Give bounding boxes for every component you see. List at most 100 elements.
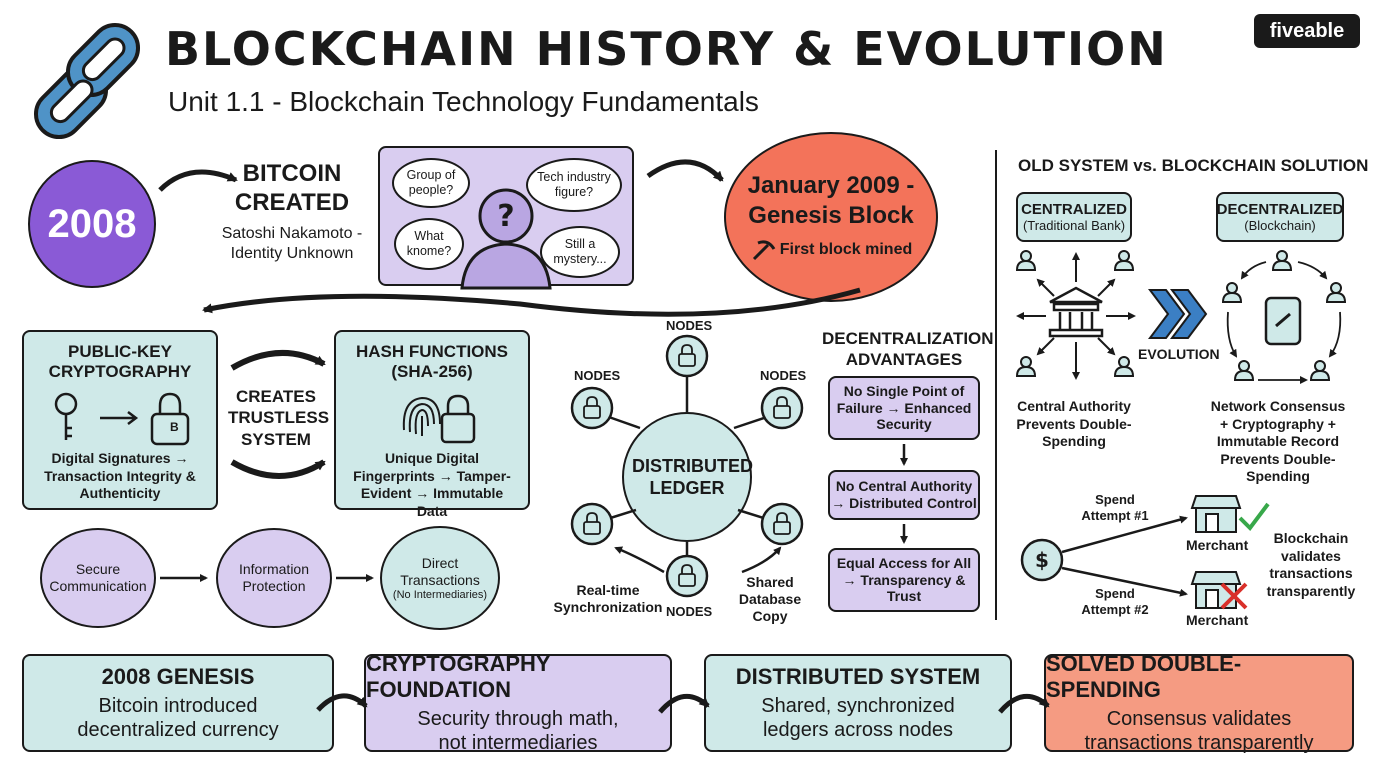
summary-distributed-text: Shared, synchronized ledgers across node… xyxy=(761,695,955,741)
bubble-tech: Tech industry figure? xyxy=(526,158,622,212)
genesis-subtitle: First block mined xyxy=(779,241,913,258)
ledger-center: DISTRIBUTED LEDGER xyxy=(622,412,753,542)
page-title: BLOCKCHAIN HISTORY & EVOLUTION xyxy=(165,22,1168,76)
public-key-title: PUBLIC-KEY CRYPTOGRAPHY xyxy=(48,342,192,382)
flow-secure-label: Secure Communication xyxy=(49,561,147,594)
central-note: Central Authority Prevents Double-Spendi… xyxy=(1016,398,1132,449)
evolution-chevron-icon xyxy=(1148,289,1208,339)
ledger-node-top xyxy=(665,334,709,378)
merchant-2-label: Merchant xyxy=(1186,612,1249,628)
svg-text:$: $ xyxy=(1035,548,1049,572)
bubble-what: What knome? xyxy=(394,218,464,270)
page-subtitle: Unit 1.1 - Blockchain Technology Fundame… xyxy=(168,86,759,117)
genesis-line: First block mined xyxy=(750,237,912,263)
evolution-label: EVOLUTION xyxy=(1138,346,1220,362)
fiveable-logo: fiveable xyxy=(1254,14,1360,48)
bubble-group: Group of people? xyxy=(392,158,470,208)
network-note: Network Consensus + Cryptography + Immut… xyxy=(1210,398,1346,484)
public-key-box: PUBLIC-KEY CRYPTOGRAPHY B Digital Signat… xyxy=(22,330,218,510)
spend-attempt-2: Spend Attempt #2 xyxy=(1081,586,1149,618)
summary-crypto-text: Security through math, not intermediarie… xyxy=(417,708,619,754)
store-icon-2 xyxy=(1190,571,1242,609)
flow-protection: Information Protection xyxy=(216,528,332,628)
merchant-1-label: Merchant xyxy=(1186,537,1249,553)
arrow-shared xyxy=(741,546,782,574)
flow-protection-label: Information Protection xyxy=(238,561,310,594)
summary-solved-title: SOLVED DOUBLE-SPENDING xyxy=(1046,651,1242,702)
hash-text: Unique Digital Fingerprints → Tamper-Evi… xyxy=(353,450,511,519)
cross-icon xyxy=(1220,582,1248,610)
ledger-sync: Real-time Synchronization xyxy=(553,582,663,615)
network-user-icons xyxy=(1221,250,1347,381)
arrow-mystery-to-genesis xyxy=(646,159,724,182)
central-arrows xyxy=(1016,252,1136,380)
flow-direct: Direct Transactions (No Intermediaries) xyxy=(380,526,500,630)
network-arrows xyxy=(1226,261,1342,384)
year-circle: 2008 xyxy=(28,160,156,288)
advantage-3-text: Equal Access for All → Transparency & Tr… xyxy=(836,554,972,605)
key-to-lock-icon xyxy=(54,392,190,446)
genesis-title: January 2009 - Genesis Block xyxy=(747,172,915,229)
decentralized-sub: (Blockchain) xyxy=(1244,218,1316,233)
store-icon-1 xyxy=(1190,495,1242,533)
hash-title: HASH FUNCTIONS (SHA-256) xyxy=(355,342,509,382)
centralized-sub: (Traditional Bank) xyxy=(1022,218,1126,233)
summary-crypto: CRYPTOGRAPHY FOUNDATION Security through… xyxy=(364,651,672,754)
coin-icon: $ xyxy=(1020,538,1064,582)
flow-direct-note: (No Intermediaries) xyxy=(392,588,488,601)
ledger-shared: Shared Database Copy xyxy=(738,574,802,624)
chain-link-icon xyxy=(33,22,141,140)
bitcoin-title: BITCOIN CREATED xyxy=(234,160,350,216)
ledger-node-lower-right xyxy=(760,502,804,546)
ledger-center-label: DISTRIBUTED LEDGER xyxy=(632,455,753,499)
fingerprint-lock-icon xyxy=(402,394,476,444)
central-user-icons xyxy=(1015,250,1135,377)
public-key-text: Digital Signatures → Transaction Integri… xyxy=(44,450,196,501)
bitcoin-created: BITCOIN CREATED Satoshi Nakamoto - Ident… xyxy=(212,160,372,264)
decentralized-label: DECENTRALIZED (Blockchain) xyxy=(1216,192,1344,242)
flow-secure: Secure Communication xyxy=(40,528,156,628)
mystery-panel: ? Group of people? Tech industry figure?… xyxy=(378,146,634,290)
check-icon xyxy=(1238,502,1270,532)
ledger-node-bottom xyxy=(665,554,709,598)
summary-distributed: DISTRIBUTED SYSTEM Shared, synchronized … xyxy=(704,654,1012,752)
centralized-title: CENTRALIZED xyxy=(1021,201,1127,218)
advantage-3: Equal Access for All → Transparency & Tr… xyxy=(828,548,980,612)
svg-text:?: ? xyxy=(497,199,514,234)
summary-genesis-text: Bitcoin introduced decentralized currenc… xyxy=(77,695,279,741)
summary-solved: SOLVED DOUBLE-SPENDING Consensus validat… xyxy=(1044,651,1354,754)
decentralized-title: DECENTRALIZED xyxy=(1216,201,1344,218)
pickaxe-icon xyxy=(752,240,776,261)
summary-genesis: 2008 GENESIS Bitcoin introduced decentra… xyxy=(22,654,334,752)
node-label-bottom: NODES xyxy=(666,604,713,619)
summary-crypto-title: CRYPTOGRAPHY FOUNDATION xyxy=(366,651,551,702)
lock-letter: B xyxy=(170,420,179,434)
person-silhouette-icon: ? xyxy=(460,188,552,290)
summary-genesis-title: 2008 GENESIS xyxy=(101,664,255,689)
spend-attempt-1: Spend Attempt #1 xyxy=(1081,492,1149,524)
arrow-creates-bottom xyxy=(230,459,326,479)
flow-direct-label: Direct Transactions xyxy=(400,555,480,588)
bubble-mystery: Still a mystery... xyxy=(540,226,620,278)
ledger-node-left xyxy=(570,386,614,430)
bank-icon xyxy=(1048,286,1104,338)
advantage-1-text: No Single Point of Failure → Enhanced Se… xyxy=(836,382,972,433)
summary-solved-text: Consensus validates transactions transpa… xyxy=(1084,708,1314,754)
advantages-title: DECENTRALIZATION ADVANTAGES xyxy=(822,329,994,370)
advantage-2: No Central Authority → Distributed Contr… xyxy=(828,470,980,520)
advantage-2-text: No Central Authority → Distributed Contr… xyxy=(831,478,977,511)
genesis-circle: January 2009 - Genesis Block First block… xyxy=(724,132,938,302)
node-label-left: NODES xyxy=(574,368,621,383)
blockchain-validates: Blockchain validates transactions transp… xyxy=(1266,530,1356,599)
phone-chain-icon xyxy=(1264,296,1302,346)
advantage-1: No Single Point of Failure → Enhanced Se… xyxy=(828,376,980,440)
bitcoin-subtitle: Satoshi Nakamoto - Identity Unknown xyxy=(221,224,363,262)
comparison-title: OLD SYSTEM vs. BLOCKCHAIN SOLUTION xyxy=(1018,156,1369,175)
creates-trustless: CREATES TRUSTLESS SYSTEM xyxy=(228,387,330,449)
centralized-label: CENTRALIZED (Traditional Bank) xyxy=(1016,192,1132,242)
arrow-creates-top xyxy=(230,349,326,371)
ledger-node-lower-left xyxy=(570,502,614,546)
node-label-right: NODES xyxy=(760,368,807,383)
node-label-top: NODES xyxy=(666,318,713,333)
arrow-sync xyxy=(614,546,665,574)
